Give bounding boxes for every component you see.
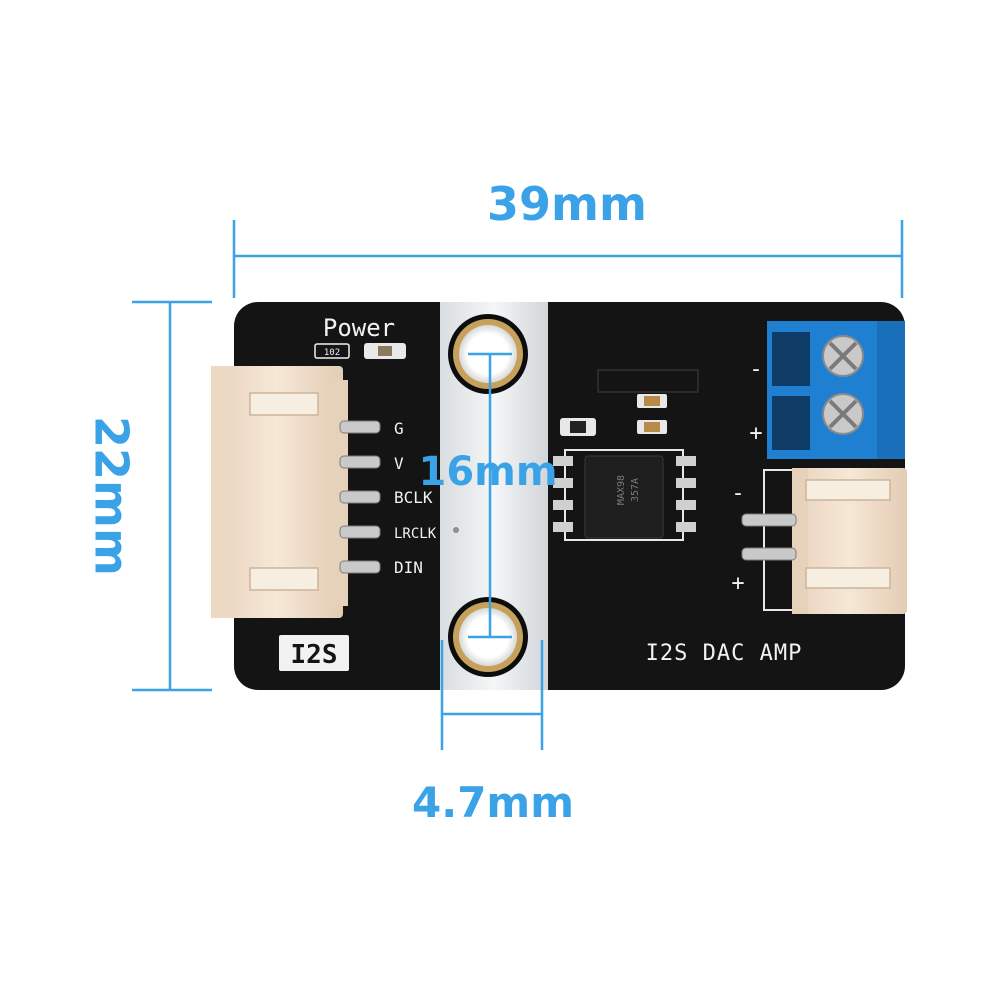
- screw-terminal: [767, 321, 905, 459]
- chip-marking-1: MAX98: [616, 475, 627, 505]
- width-label: 39mm: [487, 177, 647, 231]
- badge-text: I2S: [291, 640, 338, 670]
- dimension-height: [132, 300, 212, 692]
- pin-label-bclk: BCLK: [394, 488, 433, 507]
- board-title: I2S DAC AMP: [646, 641, 803, 666]
- smd-components: [560, 369, 699, 436]
- pcb-board: [234, 302, 905, 690]
- dimension-hole-diameter: [440, 640, 544, 750]
- power-led: 102: [314, 343, 406, 359]
- hole-diameter-label: 4.7mm: [412, 778, 574, 827]
- speaker-connector: [741, 468, 907, 614]
- i2s-pin-leads: [339, 420, 381, 574]
- i2s-connector: [211, 366, 348, 618]
- chip-marking-2: 357A: [630, 478, 641, 502]
- led-ref: 102: [324, 348, 340, 358]
- speaker-minus: -: [731, 481, 744, 506]
- speaker-plus: +: [731, 571, 744, 596]
- terminal-minus: -: [749, 357, 762, 382]
- power-label: Power: [323, 314, 395, 342]
- pin-label-lrclk: LRCLK: [394, 526, 437, 542]
- pin-label-g: G: [394, 419, 404, 438]
- i2s-badge: I2S: [279, 635, 349, 671]
- hole-spacing-label: 16mm: [418, 449, 557, 495]
- dimension-hole-spacing: [468, 352, 512, 639]
- height-label: 22mm: [85, 416, 139, 576]
- pin-label-v: V: [394, 454, 404, 473]
- dimension-width: [232, 220, 904, 298]
- terminal-plus: +: [749, 421, 762, 446]
- pin-label-din: DIN: [394, 558, 423, 577]
- amplifier-chip: MAX98 357A: [553, 449, 696, 541]
